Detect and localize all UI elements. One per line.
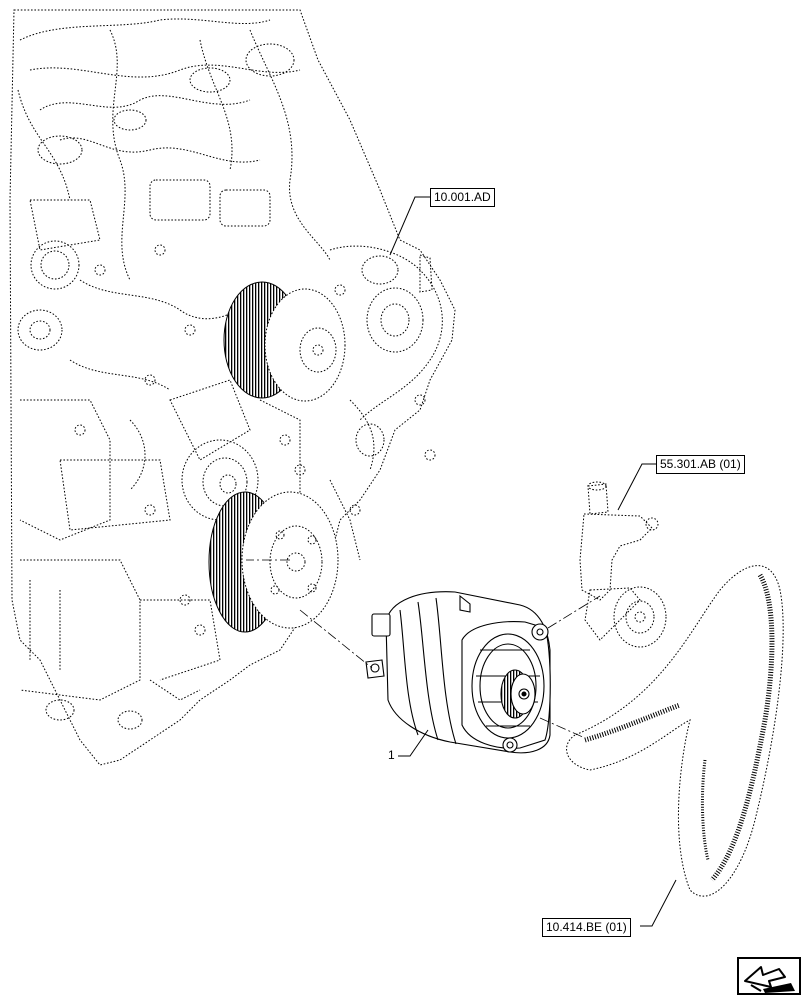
assembly-lines [246, 559, 601, 739]
tensioner-bracket [579, 481, 667, 648]
callout-engine-reference[interactable]: 10.001.AD [430, 188, 495, 207]
crankshaft-pulley [208, 491, 339, 633]
engine-block [9, 9, 456, 766]
next-page-button[interactable] [737, 957, 801, 995]
callout-belt-reference[interactable]: 10.414.BE (01) [542, 918, 631, 937]
callout-alternator-item-number[interactable]: 1 [388, 748, 395, 762]
next-page-arrow-icon [744, 966, 795, 993]
drive-belt [566, 565, 784, 897]
callout-bracket-reference[interactable]: 55.301.AB (01) [656, 455, 745, 474]
leader-lines [389, 196, 677, 927]
alternator [365, 591, 551, 754]
upper-pulley [223, 281, 346, 402]
